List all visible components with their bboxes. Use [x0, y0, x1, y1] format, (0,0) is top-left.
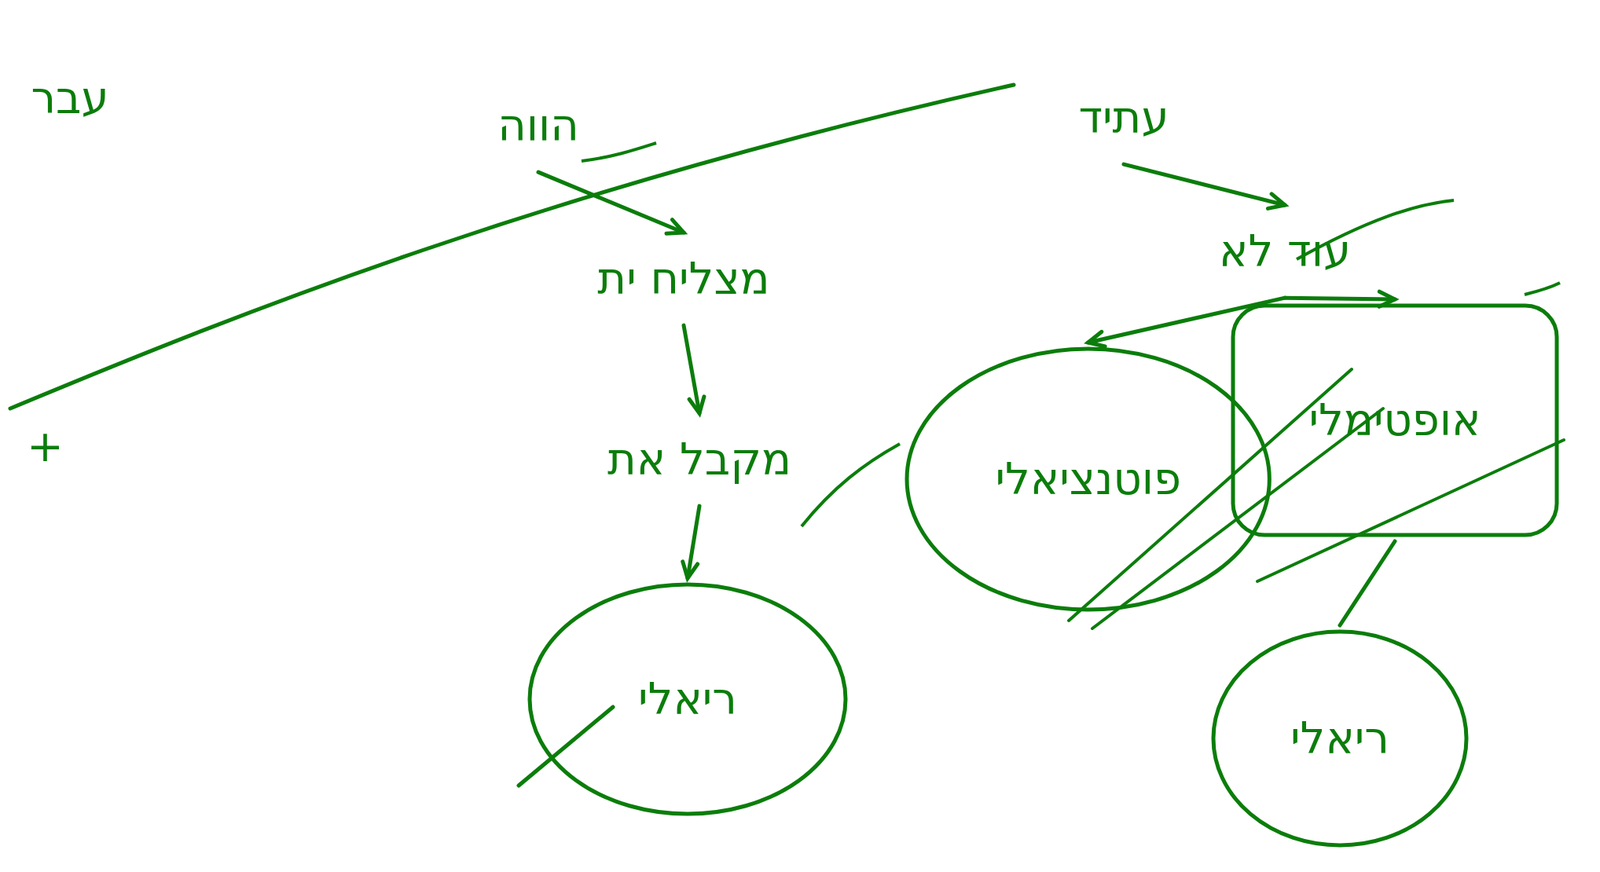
arrow-head — [689, 396, 705, 414]
word-node: מקבל את — [550, 416, 849, 503]
connector-line — [538, 172, 684, 233]
node-text: הווה — [497, 100, 580, 151]
node-text: מקבל את — [607, 434, 792, 485]
ellipse-node: ריאלי — [526, 581, 849, 818]
connector-line — [1339, 541, 1395, 626]
node-text: עתיד — [1078, 92, 1170, 144]
ellipse-node: ריאלי — [1210, 628, 1470, 849]
word-node: עוד לא — [1155, 208, 1415, 295]
node-text: ריאלי — [1290, 713, 1390, 764]
arrow-head — [1088, 331, 1105, 347]
arrow-connector — [1123, 164, 1285, 209]
connector-line — [1123, 164, 1285, 206]
arrow-connector — [538, 172, 684, 234]
node-text: עבר — [30, 73, 109, 124]
underline-mark — [801, 444, 900, 527]
word-node: מצליח ית — [542, 235, 826, 323]
arrow-connector — [1339, 541, 1395, 626]
node-text: ריאלי — [638, 674, 738, 725]
node-text: פוטנציאלי — [994, 454, 1182, 505]
timeline-line — [10, 84, 1014, 409]
connector-line — [1088, 297, 1285, 343]
arrow-head — [682, 561, 698, 579]
arrow-head — [1267, 194, 1285, 210]
outline-stroke — [529, 584, 846, 815]
word-node: עתיד — [1021, 74, 1226, 162]
arrow-connector — [682, 506, 700, 579]
arrow-head — [666, 220, 684, 235]
node-text: עוד לא — [1218, 226, 1351, 277]
ellipse-node: פוטנציאלי — [903, 345, 1273, 613]
connector-line — [1284, 297, 1395, 300]
node-text: מצליח ית — [597, 253, 770, 305]
outline-stroke — [1213, 631, 1467, 846]
arrow-connector — [683, 325, 705, 414]
rounded-box: אופטימלי — [1229, 302, 1560, 539]
underline-mark — [581, 143, 657, 162]
plus-mark: + — [26, 420, 64, 472]
node-text: אופטימלי — [1309, 395, 1482, 446]
outline-stroke — [906, 348, 1270, 610]
word-node: עבר — [11, 55, 129, 142]
word-node: הווה — [447, 82, 629, 169]
outline-stroke — [1233, 305, 1557, 536]
